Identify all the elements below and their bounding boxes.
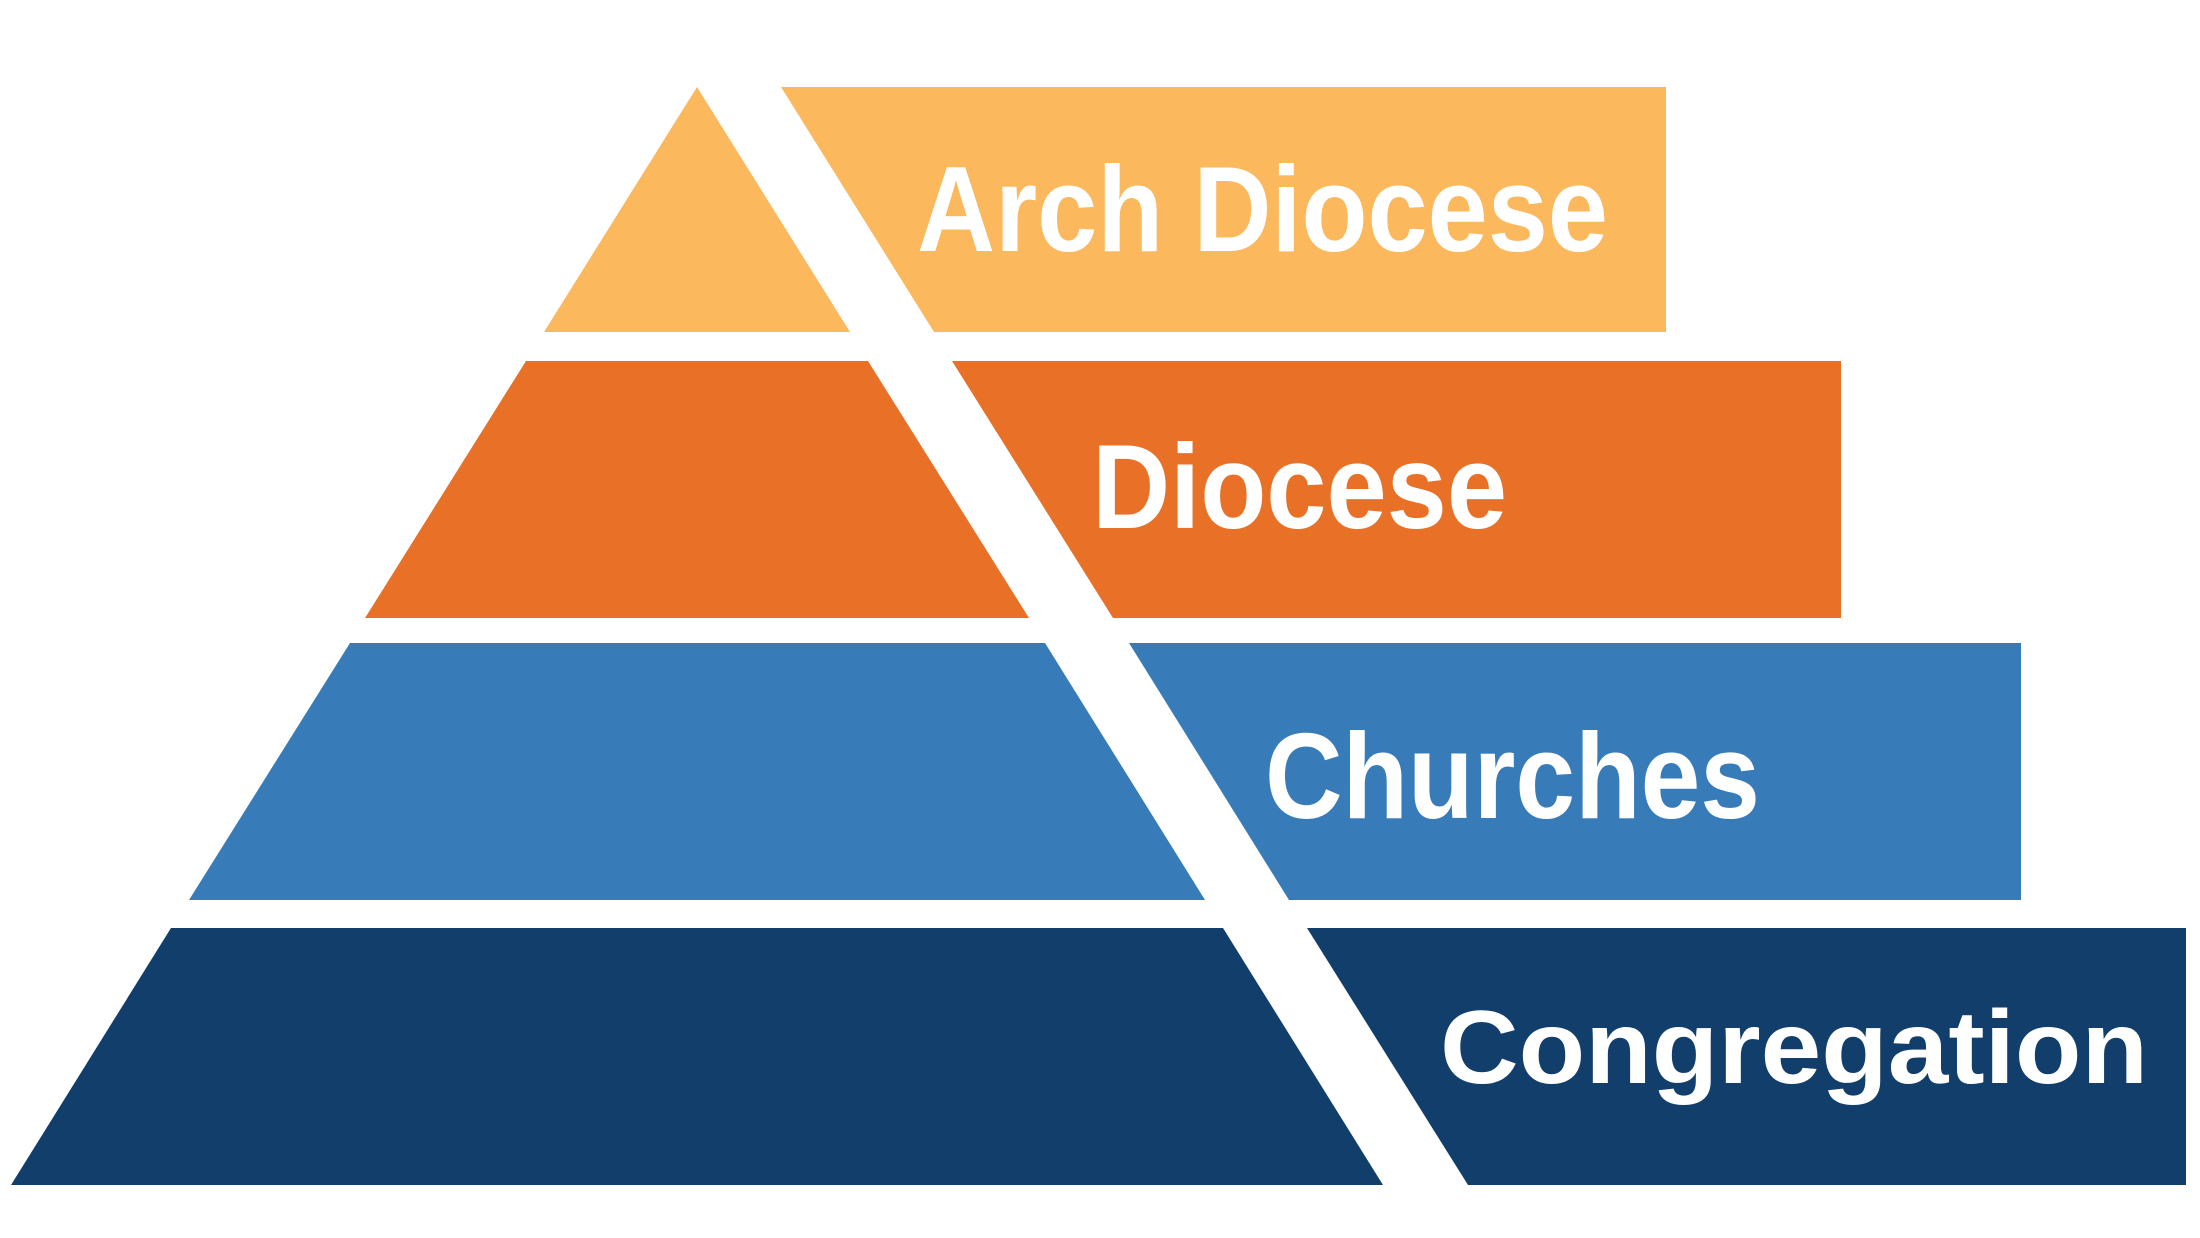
layer-label-arch-diocese: Arch Diocese bbox=[917, 141, 1608, 277]
pyramid-slice-arch-diocese bbox=[544, 87, 850, 332]
label-band-congregation bbox=[1307, 928, 2186, 1185]
layer-diocese: Diocese bbox=[365, 361, 1841, 618]
layer-churches: Churches bbox=[189, 643, 2021, 900]
layer-label-churches: Churches bbox=[1265, 708, 1760, 844]
pyramid-slice-churches bbox=[189, 643, 1205, 900]
pyramid-slice-diocese bbox=[365, 361, 1029, 618]
label-band-churches bbox=[1129, 643, 2021, 900]
label-band-arch-diocese bbox=[781, 87, 1666, 332]
pyramid-slice-congregation bbox=[11, 928, 1383, 1185]
layer-congregation: Congregation bbox=[11, 928, 2186, 1185]
layer-label-diocese: Diocese bbox=[1092, 420, 1507, 554]
layer-arch-diocese: Arch Diocese bbox=[544, 87, 1666, 332]
label-band-diocese bbox=[952, 361, 1841, 618]
layer-label-congregation: Congregation bbox=[1440, 990, 2148, 1106]
